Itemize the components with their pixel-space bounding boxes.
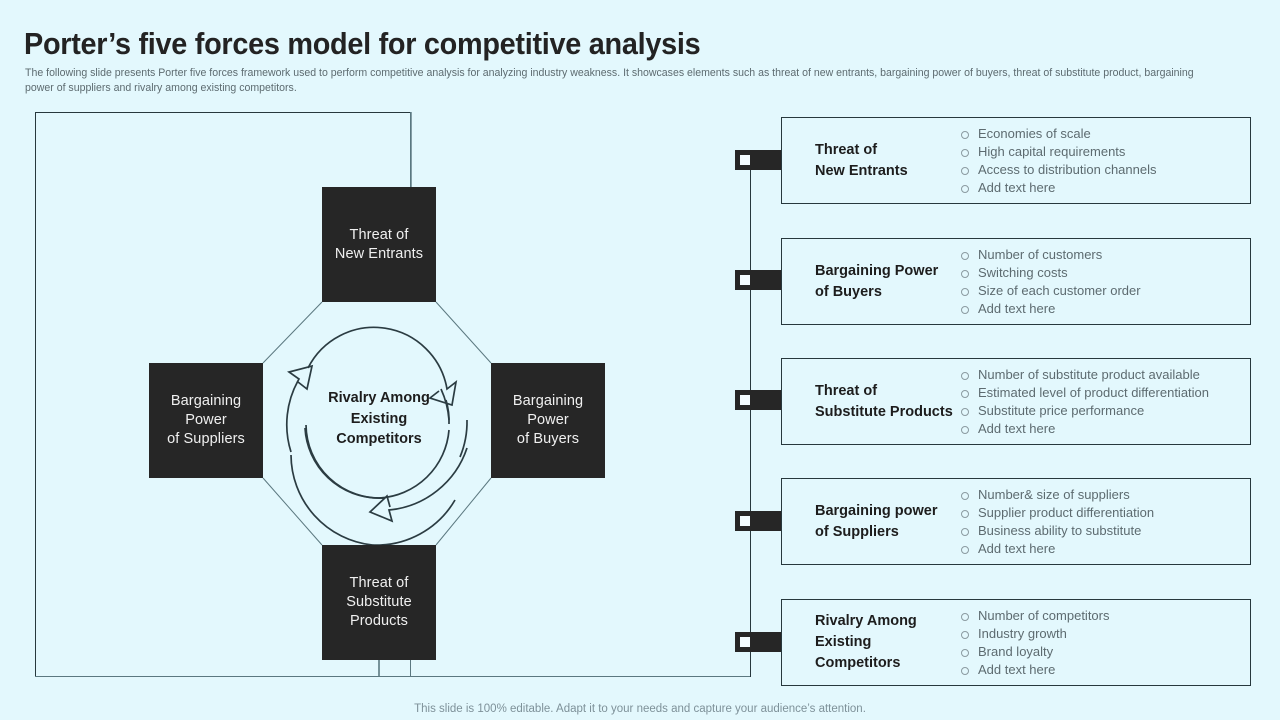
detail-panel-2-list: Number of customers Switching costs Size… (957, 246, 1250, 318)
slide-footer-note: This slide is 100% editable. Adapt it to… (414, 703, 866, 715)
list-item: Industry growth (957, 625, 1250, 643)
list-item: Economies of scale (957, 125, 1250, 143)
detail-panel-3-title: Threat of Substitute Products (815, 382, 953, 420)
list-item: Number& size of suppliers (957, 486, 1250, 504)
list-item: Substitute price performance (957, 402, 1250, 420)
force-box-new-entrants-label: Threat of New Entrants (334, 226, 424, 262)
list-item: Estimated level of product differentiati… (957, 384, 1250, 402)
force-box-substitute-products: Threat of Substitute Products (322, 545, 436, 660)
list-item: Size of each customer order (957, 282, 1250, 300)
list-item: Add text here (957, 420, 1250, 438)
list-item: Number of competitors (957, 607, 1250, 625)
detail-panel-1-title: Threat of New Entrants (815, 141, 908, 179)
list-item: Supplier product differentiation (957, 504, 1250, 522)
bottom-connector-rail (35, 676, 751, 678)
force-box-bargaining-power-suppliers: Bargaining Power of Suppliers (149, 363, 263, 478)
force-box-bargaining-power-buyers: Bargaining Power of Buyers (491, 363, 605, 478)
list-item: Add text here (957, 540, 1250, 558)
connector-marker-3 (735, 390, 795, 410)
detail-panel-substitute-products[interactable]: Threat of Substitute Products Number of … (781, 358, 1251, 445)
list-item: Access to distribution channels (957, 161, 1250, 179)
list-item: Add text here (957, 300, 1250, 318)
list-item: High capital requirements (957, 143, 1250, 161)
detail-panel-4-list: Number& size of suppliers Supplier produ… (957, 486, 1250, 558)
porters-five-forces-diagram: Threat of New Entrants Bargaining Power … (149, 112, 605, 676)
detail-panel-3-list: Number of substitute product available E… (957, 366, 1250, 438)
list-item: Number of customers (957, 246, 1250, 264)
list-item: Business ability to substitute (957, 522, 1250, 540)
center-rivalry-label: Rivalry Among Existing Competitors (328, 390, 430, 447)
list-item: Add text here (957, 179, 1250, 197)
detail-panel-1-list: Economies of scale High capital requirem… (957, 125, 1250, 197)
connector-marker-5 (735, 632, 795, 652)
connector-marker-4 (735, 511, 795, 531)
detail-panel-rivalry[interactable]: Rivalry Among Existing Competitors Numbe… (781, 599, 1251, 686)
detail-panel-2-title: Bargaining Power of Buyers (815, 262, 939, 300)
list-item: Switching costs (957, 264, 1250, 282)
force-box-suppliers-label: Bargaining Power of Suppliers (167, 393, 245, 447)
page-subtitle: The following slide presents Porter five… (25, 67, 1194, 94)
connector-marker-1 (735, 150, 795, 170)
detail-panel-5-title: Rivalry Among Existing Competitors (815, 613, 917, 671)
force-box-substitute-label: Threat of Substitute Products (346, 575, 412, 629)
connector-spine (750, 160, 752, 677)
detail-panel-5-list: Number of competitors Industry growth Br… (957, 607, 1250, 679)
force-box-buyers-label: Bargaining Power of Buyers (512, 393, 584, 447)
detail-panel-new-entrants[interactable]: Threat of New Entrants Economies of scal… (781, 117, 1251, 204)
detail-panel-4-title: Bargaining power of Suppliers (815, 502, 938, 540)
page-title: Porter’s five forces model for competiti… (24, 26, 701, 61)
detail-panel-bargaining-power-buyers[interactable]: Bargaining Power of Buyers Number of cus… (781, 238, 1251, 325)
force-box-new-entrants: Threat of New Entrants (322, 187, 436, 302)
diagram-lines (262, 112, 492, 676)
list-item: Add text here (957, 661, 1250, 679)
connector-marker-2 (735, 270, 795, 290)
detail-panel-bargaining-power-suppliers[interactable]: Bargaining power of Suppliers Number& si… (781, 478, 1251, 565)
list-item: Brand loyalty (957, 643, 1250, 661)
list-item: Number of substitute product available (957, 366, 1250, 384)
